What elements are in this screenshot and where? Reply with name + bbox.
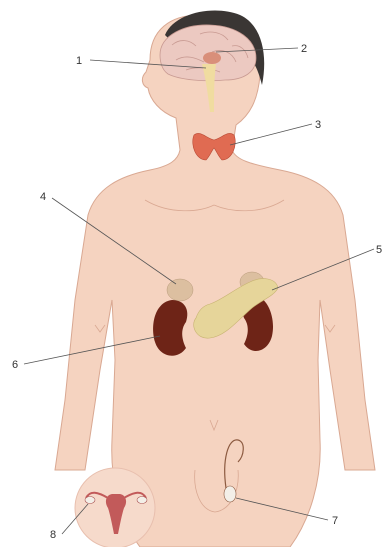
ovary-left: [85, 497, 95, 504]
callout-label-5: 5: [376, 244, 382, 256]
callout-label-8: 8: [50, 529, 56, 541]
ovary-right: [137, 497, 147, 504]
callout-label-1: 1: [76, 55, 82, 67]
callout-label-4: 4: [40, 191, 46, 203]
callout-label-6: 6: [12, 359, 18, 371]
callout-label-2: 2: [301, 43, 307, 55]
callout-label-7: 7: [332, 515, 338, 527]
pituitary-gland: [203, 52, 221, 64]
callout-label-3: 3: [315, 119, 321, 131]
testis: [224, 486, 236, 502]
body-silhouette: [55, 15, 375, 547]
adrenal-gland-left: [167, 279, 193, 301]
leader-3: [230, 124, 312, 145]
female-inset: [75, 468, 155, 547]
